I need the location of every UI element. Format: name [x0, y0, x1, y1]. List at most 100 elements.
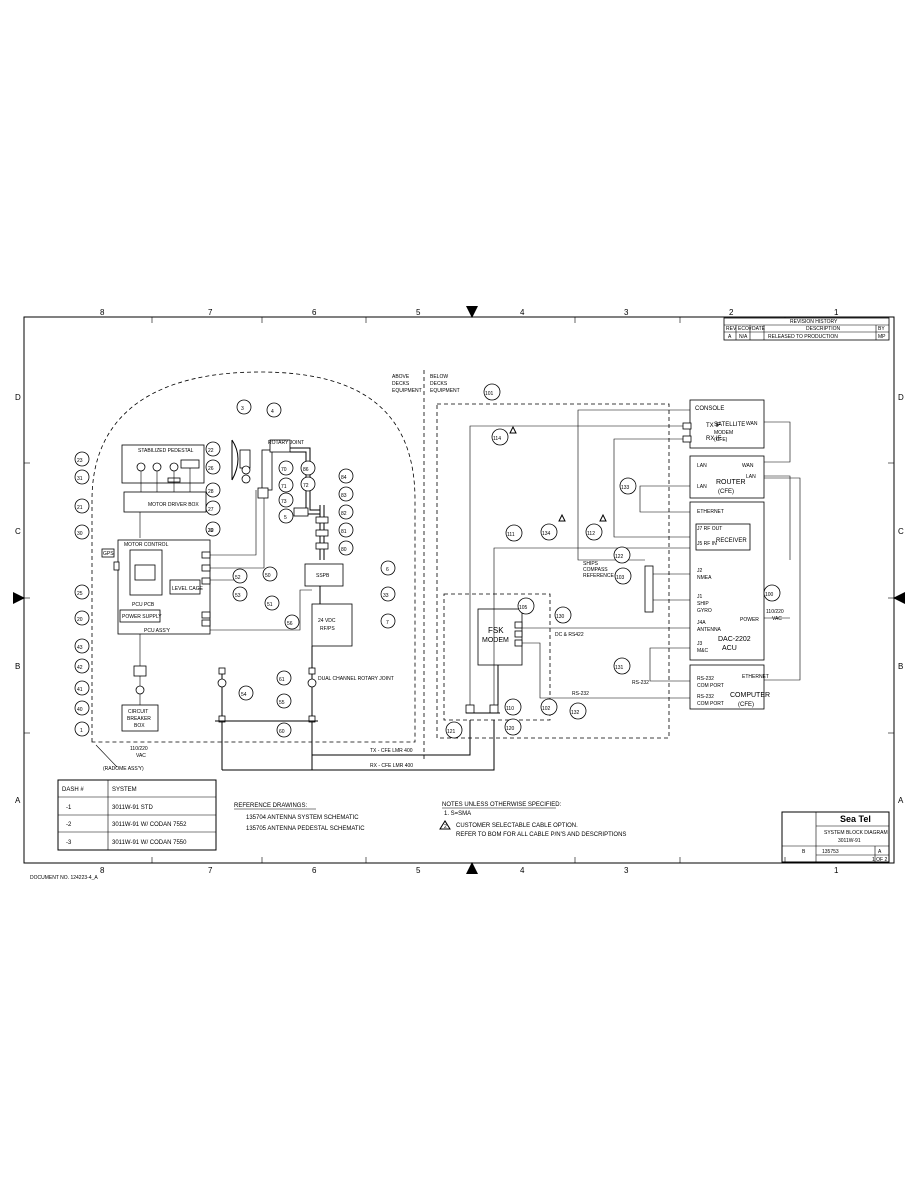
- reflector: [231, 439, 239, 481]
- rotary-joint-box: [269, 439, 291, 453]
- acu-label-2: ACU: [722, 645, 737, 652]
- console-label: CONSOLE: [695, 406, 724, 412]
- rx-if-link: [613, 438, 690, 538]
- svg-text:7: 7: [208, 866, 213, 875]
- svg-text:120: 120: [506, 726, 515, 732]
- center-arrow-top: [466, 306, 478, 318]
- balloon: 80: [338, 540, 354, 556]
- coax-joint-3: [315, 542, 329, 550]
- rx-if-port: [682, 435, 692, 443]
- svg-text:A: A: [878, 849, 882, 855]
- balloon: 70: [278, 460, 294, 476]
- rx-cable: [222, 720, 495, 771]
- console-acu: [577, 409, 690, 561]
- svg-text:102: 102: [542, 706, 551, 712]
- svg-text:NOTES UNLESS OTHERWISE SPECIFI: NOTES UNLESS OTHERWISE SPECIFIED:: [442, 802, 562, 808]
- sat-router-wan: [764, 421, 791, 463]
- svg-text:5: 5: [416, 866, 421, 875]
- reference-drawings: REFERENCE DRAWINGS: 135704 ANTENNA SYSTE…: [234, 803, 365, 832]
- svg-text:REVISION HISTORY: REVISION HISTORY: [790, 319, 838, 325]
- acu-label-1: DAC-2202: [718, 636, 751, 643]
- svg-text:132: 132: [571, 710, 580, 716]
- balloon: 120: [504, 718, 522, 736]
- balloon: 41: [74, 680, 90, 696]
- svg-text:CUSTOMER SELECTABLE CABLE OPTI: CUSTOMER SELECTABLE CABLE OPTION.: [456, 823, 578, 829]
- svg-text:84: 84: [341, 475, 347, 481]
- svg-text:4: 4: [271, 409, 274, 415]
- svg-text:-3: -3: [66, 840, 72, 846]
- balloon: 31: [74, 469, 90, 485]
- rx-cable-label: RX - CFE LMR 400: [370, 763, 413, 769]
- computer-label-2: (CFE): [738, 702, 754, 708]
- note-triangle: [558, 513, 566, 522]
- region-labels: ABOVE DECKS EQUIPMENT BELOW DECKS EQUIPM…: [392, 374, 460, 394]
- zone-labels: 8 7 6 5 4 3 2 1 8 7 6 5 4 3 1 D C B A D …: [15, 308, 904, 875]
- fsk-port-1: [514, 621, 523, 629]
- svg-text:REFERENCE DRAWINGS:: REFERENCE DRAWINGS:: [234, 803, 307, 809]
- gyro-label-2: SHIP: [697, 601, 709, 607]
- compass-label-2: COMPASS: [583, 567, 608, 573]
- balloon: 102: [540, 698, 558, 716]
- svg-text:101: 101: [485, 391, 494, 397]
- rs232-label-2: COM PORT: [697, 683, 724, 689]
- svg-text:80: 80: [341, 547, 347, 553]
- balloon: 29: [205, 521, 221, 537]
- balloon: 105: [517, 597, 535, 615]
- balloon: 40: [74, 700, 90, 716]
- ac-main-label: 110/220: [130, 746, 148, 752]
- balloon: 33: [380, 586, 396, 602]
- svg-text:52: 52: [235, 575, 241, 581]
- radome-label: (RADOME ASS'Y): [103, 766, 144, 772]
- svg-text:ABOVE: ABOVE: [392, 374, 410, 380]
- rs232-label-1: RS-232: [697, 676, 714, 682]
- svg-text:100: 100: [765, 592, 774, 598]
- svg-text:B: B: [898, 662, 903, 671]
- tx-cable-label: TX - CFE LMR 400: [370, 748, 413, 754]
- nmea-label-2: NMEA: [697, 575, 712, 581]
- pcu-port-2: [201, 564, 211, 572]
- pcu-port-3: [201, 577, 211, 585]
- center-arrow-right: [893, 592, 905, 604]
- svg-text:135704 ANTENNA SYSTEM SCHEMATI: 135704 ANTENNA SYSTEM SCHEMATIC: [246, 815, 359, 821]
- svg-text:29: 29: [208, 528, 214, 534]
- power-supply: [119, 609, 161, 623]
- svg-text:B: B: [802, 849, 806, 855]
- svg-text:1 OF 2: 1 OF 2: [872, 857, 888, 863]
- balloon: 1: [74, 721, 90, 737]
- svg-text:DASH #: DASH #: [62, 787, 84, 793]
- svg-text:131: 131: [615, 665, 624, 671]
- sat-modem-label-1: SATELLITE: [714, 422, 745, 428]
- rx-entry: [489, 704, 499, 714]
- wire-rfps-pcu: [210, 589, 312, 631]
- gps-box: [101, 548, 115, 558]
- balloon: 25: [74, 584, 90, 600]
- rs232-label-4: COM PORT: [697, 701, 724, 707]
- pcu-port-1: [201, 551, 211, 559]
- satellite-modem: [689, 399, 765, 449]
- svg-text:2: 2: [444, 824, 447, 830]
- balloon: 3: [236, 399, 252, 415]
- balloon: 20: [74, 610, 90, 626]
- pcu-port-4: [201, 611, 211, 619]
- svg-text:C: C: [898, 527, 904, 536]
- svg-text:55: 55: [279, 700, 285, 706]
- sspb-label: SSPB: [316, 573, 330, 579]
- revision-history: REVISION HISTORY REV ECO# DATE DESCRIPTI…: [723, 317, 890, 341]
- svg-text:DECKS: DECKS: [392, 381, 410, 387]
- svg-text:60: 60: [279, 729, 285, 735]
- svg-text:61: 61: [279, 677, 285, 683]
- sspb: [304, 563, 344, 587]
- tx-if-port: [682, 422, 692, 430]
- balloon: 55: [276, 693, 292, 709]
- title-block: Sea Tel SYSTEM BLOCK DIAGRAM 3011W-91 13…: [781, 811, 890, 863]
- dash-table: DASH # SYSTEM -1 3011W-91 STD -2 3011W-9…: [57, 779, 217, 851]
- svg-text:33: 33: [383, 593, 389, 599]
- svg-text:BELOW: BELOW: [430, 374, 448, 380]
- center-arrow-left: [13, 592, 25, 604]
- balloon: 114: [491, 428, 509, 446]
- svg-text:DESCRIPTION: DESCRIPTION: [806, 326, 841, 332]
- radome-leader: [95, 744, 118, 768]
- sat-modem-label-3: (CFE): [714, 437, 728, 443]
- svg-text:2: 2: [729, 308, 734, 317]
- balloon: 72: [300, 476, 316, 492]
